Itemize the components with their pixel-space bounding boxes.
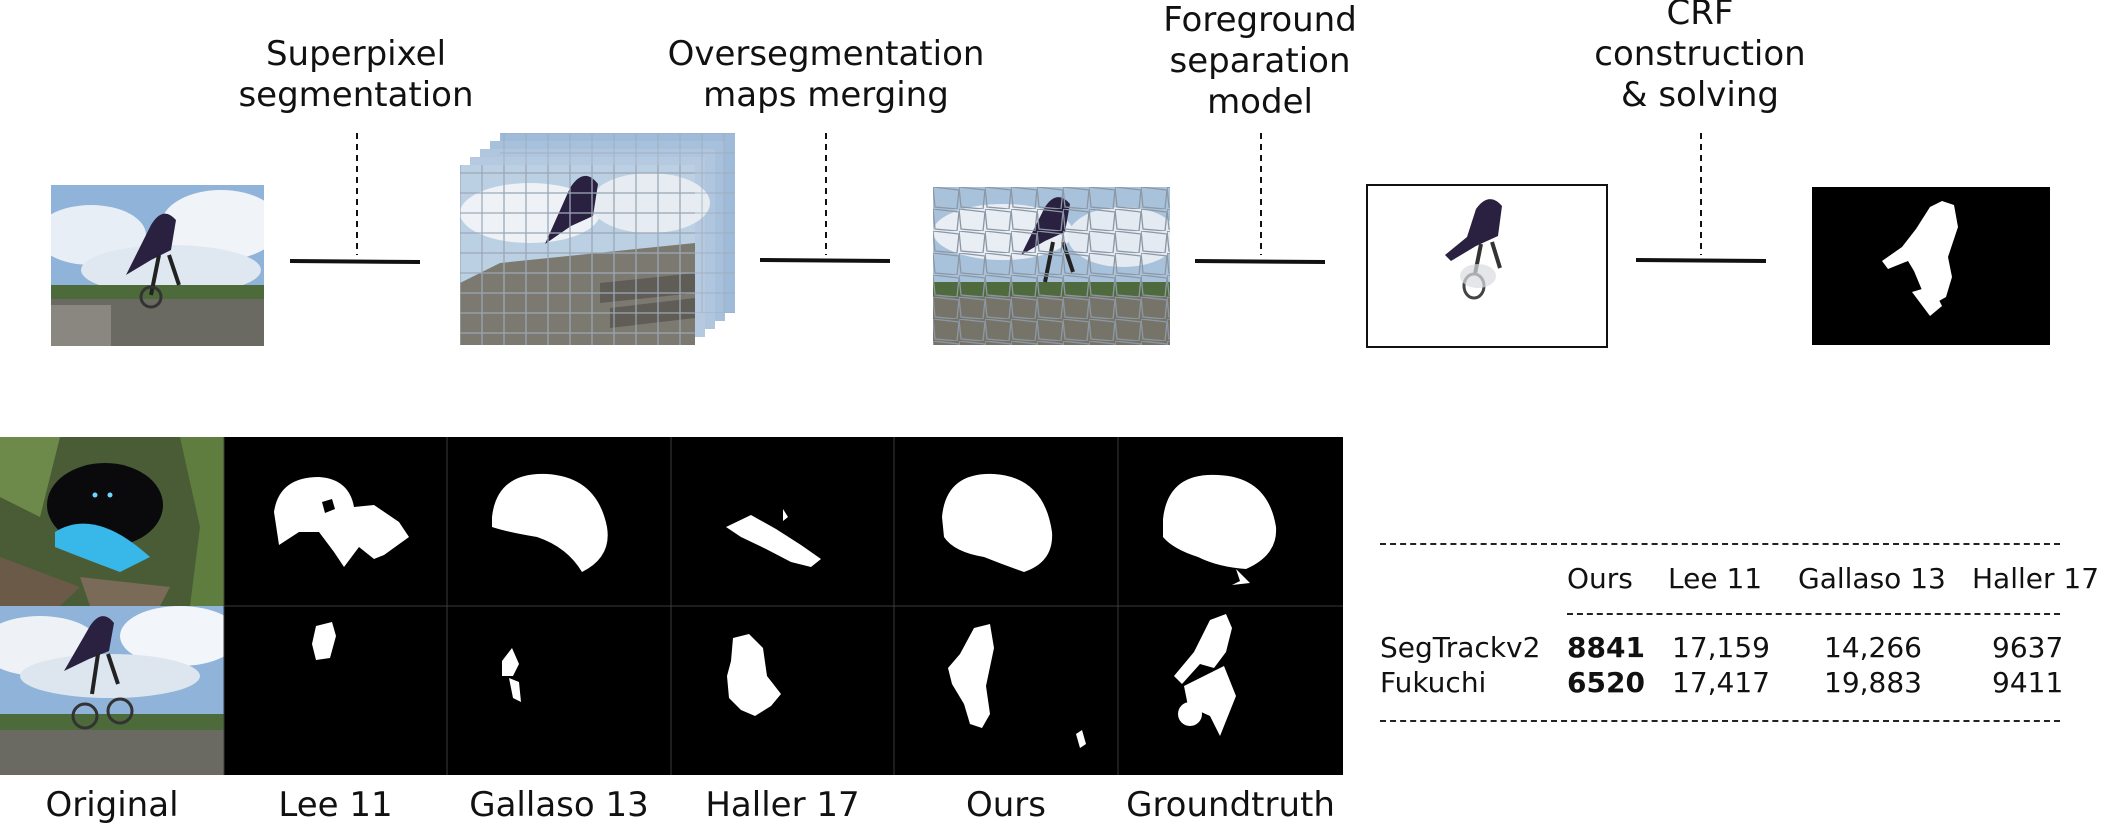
stage-label-line: Oversegmentation [667,34,985,74]
pipeline-connectors [289,133,1767,264]
table-cell-ours: 8841 [1567,631,1645,664]
column-label-haller17: Haller 17 [705,785,860,825]
grid-mask-ours-bird [894,437,1118,606]
grid-original-bmx [0,606,224,775]
stage-label-line: construction [1594,34,1806,74]
grid-mask-groundtruth-bmx [1118,606,1343,775]
table-cell: 9411 [1992,666,2064,699]
grid-mask-haller17-bird [671,437,894,606]
table-header-rule [1567,613,2060,615]
table-header-ours: Ours [1567,562,1633,595]
column-label-gallaso13: Gallaso 13 [469,785,649,825]
stage-label-line: & solving [1621,75,1779,115]
table-row-label: Fukuchi [1380,666,1487,699]
pipeline-final-mask [1812,187,2050,345]
grid-mask-gallaso13-bmx [447,606,671,775]
pipeline-oversegmentation-stack [460,133,735,345]
stage-label-superpixel: Superpixel segmentation [236,34,476,116]
grid-separators [223,437,1343,775]
table-header-haller17: Haller 17 [1972,562,2100,595]
grid-original-bird [0,437,224,606]
grid-mask-haller17-bmx [671,606,894,775]
table-bottom-rule [1380,720,2060,722]
table-header-gallaso13: Gallaso 13 [1798,562,1946,595]
stage-label-line: Superpixel [265,34,447,74]
stage-label-merging: Oversegmentation maps merging [656,34,996,116]
column-label-groundtruth: Groundtruth [1126,785,1335,825]
stage-label-line: CRF [1666,0,1734,33]
stage-label-line: separation [1169,41,1351,81]
stage-label-line: Foreground [1163,0,1357,40]
grid-mask-groundtruth-bird [1118,437,1343,606]
table-cell: 17,417 [1672,666,1770,699]
stage-label-line: maps merging [703,75,949,115]
table-header-lee11: Lee 11 [1668,562,1763,595]
stage-label-line: model [1207,82,1313,122]
table-cell: 17,159 [1672,631,1770,664]
stage-label-line: segmentation [238,75,474,115]
stage-label-foreground: Foreground separation model [1140,0,1380,123]
table-row-label: SegTrackv2 [1380,631,1541,664]
pipeline-foreground-model [1366,184,1608,348]
stage-label-crf: CRF construction & solving [1580,0,1820,116]
table-cell: 14,266 [1824,631,1922,664]
grid-mask-gallaso13-bird [447,437,671,606]
grid-mask-lee11-bmx [224,606,447,775]
table-top-rule [1380,543,2060,545]
table-cell: 9637 [1992,631,2064,664]
table-cell: 19,883 [1824,666,1922,699]
table-cell-ours: 6520 [1567,666,1645,699]
column-label-original: Original [45,785,179,825]
column-label-ours: Ours [965,785,1046,825]
pipeline-merged-map [933,187,1170,345]
grid-mask-lee11-bird [224,437,447,606]
grid-mask-ours-bmx [894,606,1118,775]
pipeline-original-photo [51,185,264,346]
column-label-lee11: Lee 11 [278,785,393,825]
